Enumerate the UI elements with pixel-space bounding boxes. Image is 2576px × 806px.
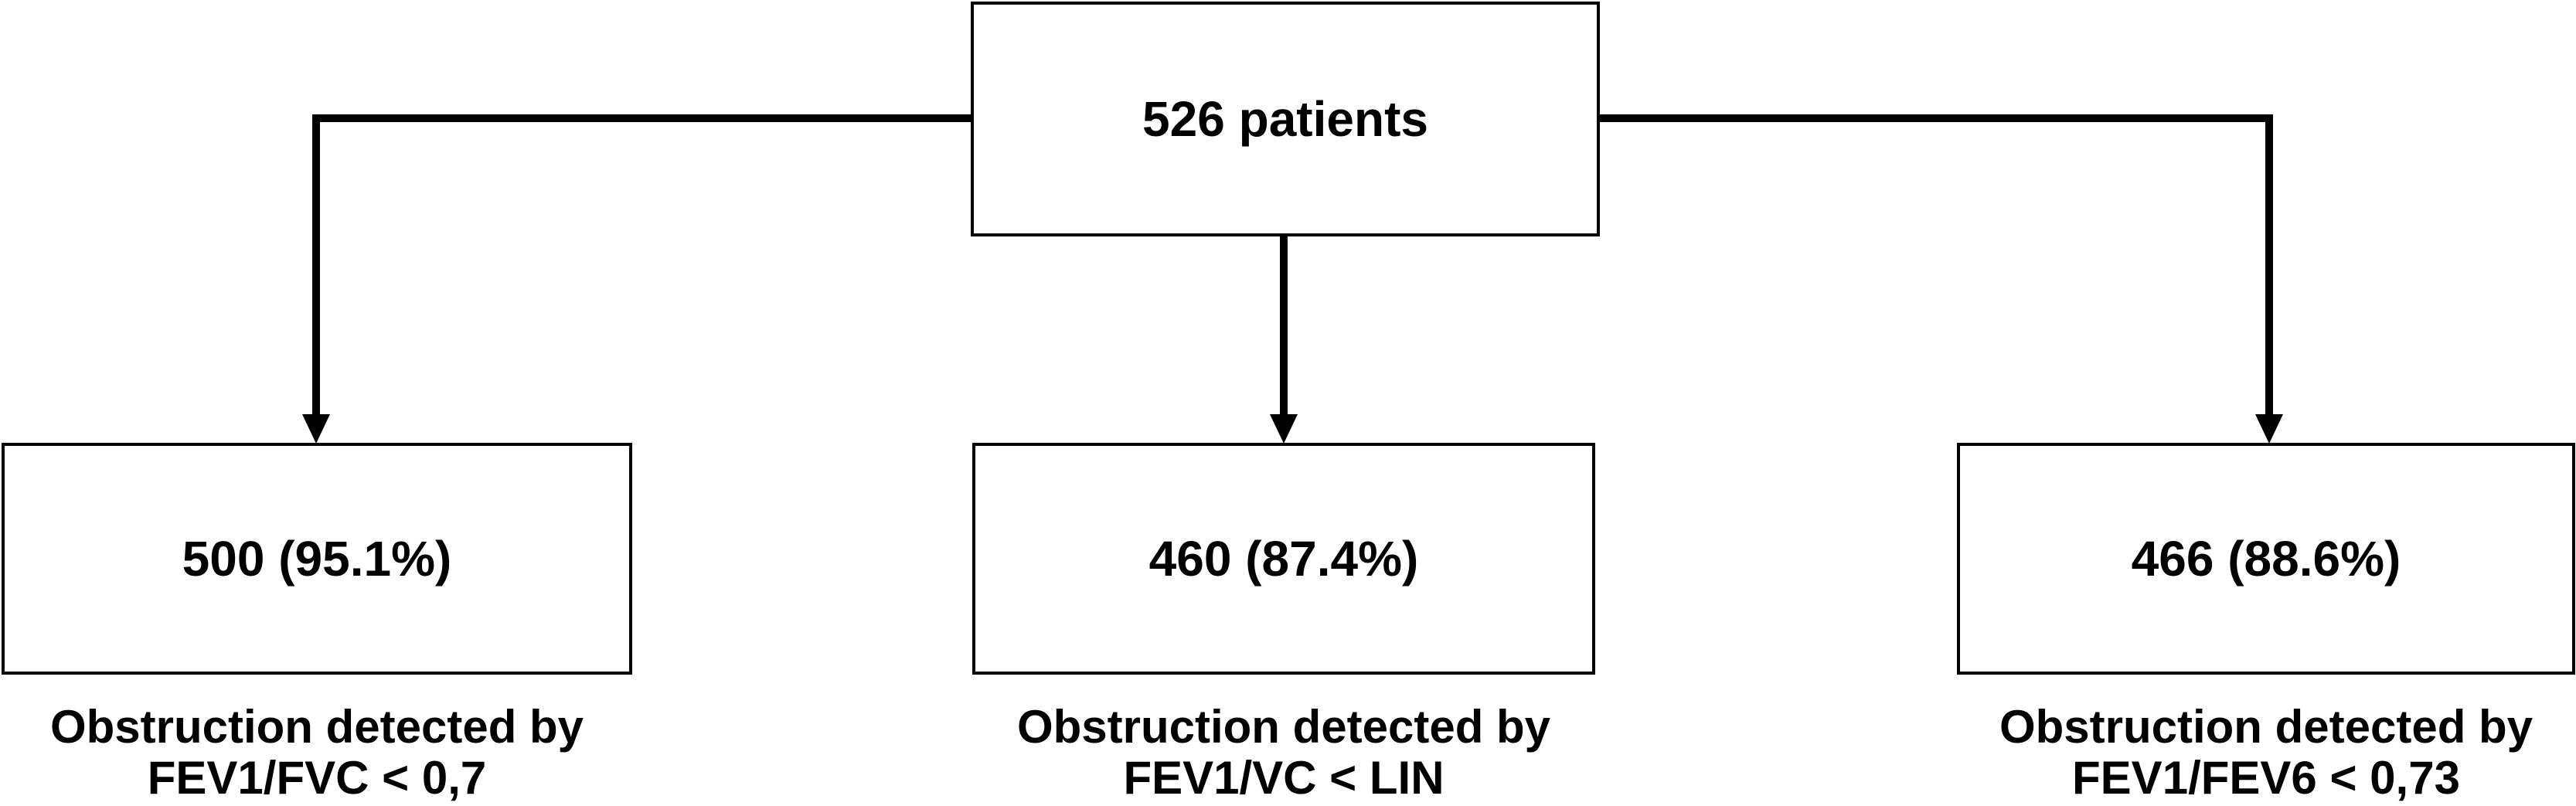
right-connector-horizontal-line xyxy=(1597,114,2273,122)
fev1-fev6-result-box: 466 (88.6%) xyxy=(1957,443,2575,675)
fev1-vc-caption: Obstruction detected by FEV1/VC < LIN xyxy=(972,702,1595,804)
middle-connector-vertical-line xyxy=(1280,236,1288,416)
fev1-vc-result-box: 460 (87.4%) xyxy=(972,443,1595,675)
fev1-fev6-result-value: 466 (88.6%) xyxy=(2131,531,2401,587)
fev1-fvc-result-box: 500 (95.1%) xyxy=(2,443,632,675)
root-patients-box: 526 patients xyxy=(971,2,1600,236)
right-arrow-down-icon xyxy=(2255,414,2283,444)
root-patients-label: 526 patients xyxy=(1142,91,1428,147)
fev1-vc-caption-line1: Obstruction detected by xyxy=(1016,701,1551,753)
fev1-vc-caption-line2: FEV1/VC < LIN xyxy=(1123,752,1445,804)
fev1-fvc-result-value: 500 (95.1%) xyxy=(182,531,452,587)
fev1-vc-result-value: 460 (87.4%) xyxy=(1148,531,1419,587)
middle-arrow-down-icon xyxy=(1270,414,1298,444)
fev1-fev6-caption-line2: FEV1/FEV6 < 0,73 xyxy=(2072,752,2460,804)
right-connector-vertical-line xyxy=(2265,114,2273,416)
left-arrow-down-icon xyxy=(302,414,330,444)
fev1-fev6-caption: Obstruction detected by FEV1/FEV6 < 0,73 xyxy=(1957,702,2575,804)
fev1-fev6-caption-line1: Obstruction detected by xyxy=(1999,701,2533,753)
fev1-fvc-caption-line1: Obstruction detected by xyxy=(49,701,584,753)
left-connector-horizontal-line xyxy=(312,114,972,122)
left-connector-vertical-line xyxy=(312,114,320,416)
fev1-fvc-caption: Obstruction detected by FEV1/FVC < 0,7 xyxy=(2,702,632,804)
fev1-fvc-caption-line2: FEV1/FVC < 0,7 xyxy=(147,752,487,804)
